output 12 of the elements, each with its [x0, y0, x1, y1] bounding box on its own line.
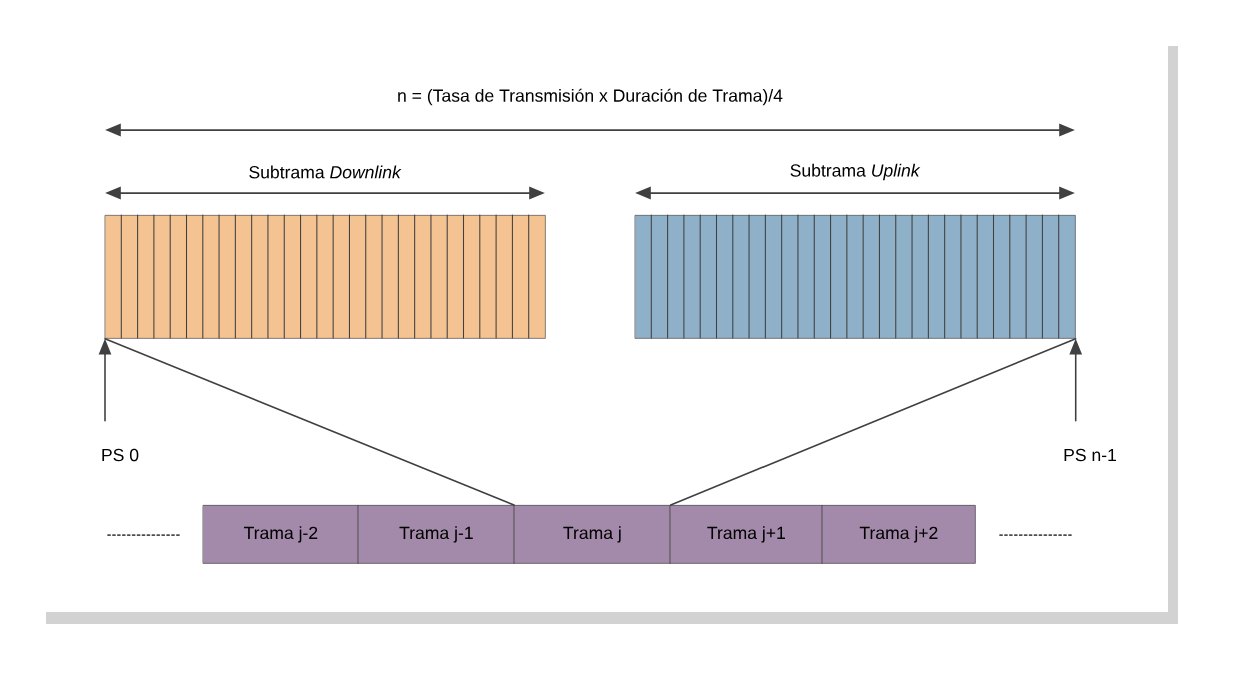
connector-line: [104, 337, 515, 506]
formula-label: n = (Tasa de Transmisión x Duración de Trama)/4: [398, 88, 783, 106]
subframe-heading: Subtrama Downlink: [249, 165, 402, 179]
frame-box: Trama j: [514, 505, 671, 564]
frame-box: Trama j-1: [358, 505, 515, 564]
frame-box: Trama j-2: [203, 505, 359, 564]
pointer-label: PS 0: [102, 448, 139, 462]
frame-box: Trama j+1: [670, 505, 823, 564]
connector-line: [669, 337, 1077, 506]
frame-box: Trama j+2: [822, 505, 976, 564]
pointer-label: PS n-1: [1064, 448, 1116, 462]
subframe-heading: Subtrama Uplink: [790, 163, 921, 181]
